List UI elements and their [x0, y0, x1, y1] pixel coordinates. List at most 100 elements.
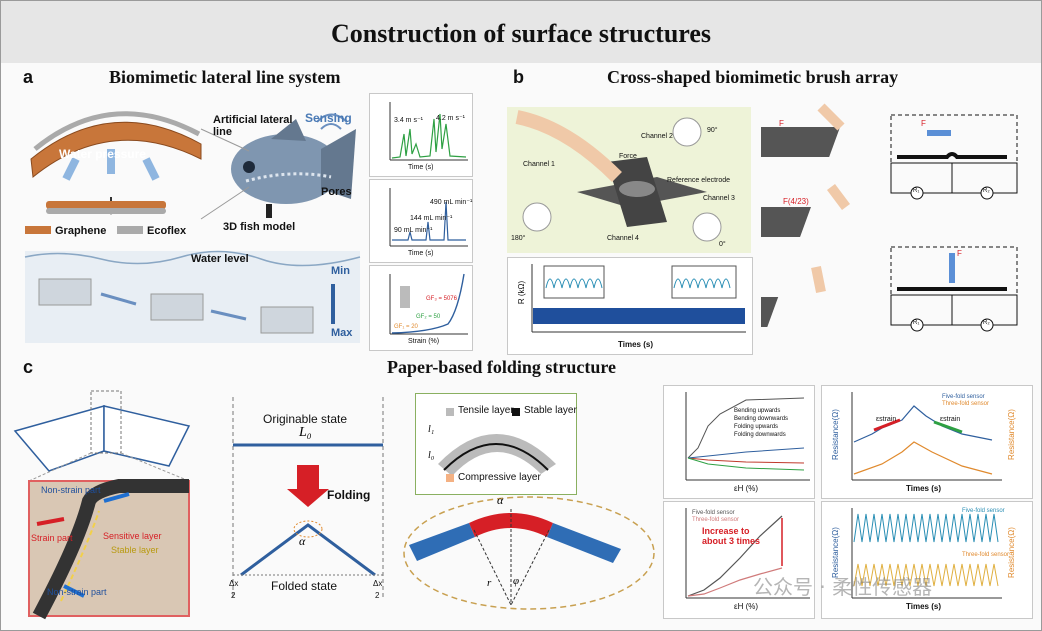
folding-mechanics-diagram: [232, 397, 384, 597]
water-level-line: [24, 250, 361, 267]
fish-eye: [243, 161, 255, 173]
compressive-layer-label: Compressive layer: [458, 472, 541, 483]
originable-state-label: Originable state: [263, 412, 348, 426]
panel-b-title: Cross-shaped biomimetic brush array: [607, 67, 899, 87]
plot-c1-bending-down: [687, 457, 805, 464]
angle180-label: 180°: [511, 235, 526, 242]
fold-ellipse-diagram: [403, 496, 655, 610]
plot-c4-five-fold: [853, 513, 999, 543]
fish-tail: [321, 129, 356, 199]
plot-c3-legend-0: Five-fold sensor: [692, 510, 735, 516]
sensing-wave-2: [316, 113, 348, 123]
plot-c1-legend-3: Folding downwards: [734, 432, 786, 438]
circuit1-r2: R₂: [983, 188, 990, 194]
plot-c3-legend-1: Three-fold sensor: [692, 517, 740, 523]
brush-directions-schematic: [761, 103, 850, 327]
panel-a-title: Biomimetic lateral line system: [109, 67, 341, 87]
plot-a3-ann3: GF₁ = 20: [394, 324, 418, 330]
plot-c1-folding-down: [687, 457, 805, 471]
zoom-line-1: [200, 128, 250, 152]
f-label-1: F: [779, 119, 784, 128]
title-bar: [1, 1, 1041, 63]
plot-c3: Five-fold sensor Three-fold sensor Incre…: [663, 501, 815, 619]
plot-a3: GF₃ = 5076 GF₂ = 50 GF₁ = 20 Strain (%): [369, 265, 473, 351]
plot-c1-legend-0: Bending upwards: [734, 408, 781, 414]
finger-2: [827, 184, 850, 210]
plot-a1-xlabel: Time (s): [408, 164, 434, 171]
zoom-box: [90, 390, 122, 454]
brush-row-1: [897, 152, 1007, 159]
delta-x-right: Δx: [373, 579, 383, 588]
strain-arrow: [36, 517, 65, 526]
plot-b-inset-left-trace: [545, 278, 603, 289]
folded-strip: [240, 523, 376, 577]
alpha-label: α: [299, 534, 306, 548]
non-strain-arrow-2: [63, 584, 85, 598]
center-brush: [619, 181, 655, 197]
fish-model-label: 3D fish model: [223, 221, 296, 233]
channel2-label: Channel 2: [641, 133, 673, 140]
plot-c4-legend-0: Five-fold sensor: [962, 508, 1005, 514]
circuit2-r2: R₂: [983, 320, 990, 326]
plot-b-inset-left: [543, 265, 605, 299]
plot-c1: Bending upwards Bending downwards Foldin…: [663, 385, 815, 499]
zoom-circle-0: [692, 212, 722, 242]
plot-c1-bending-up: [687, 397, 805, 459]
legend-ecoflex-label: Ecoflex: [147, 225, 187, 237]
legend-ecoflex-swatch: [117, 226, 143, 234]
two-left: 2: [231, 591, 236, 600]
zoom-line-2: [200, 186, 250, 220]
sensor-cup-2: [150, 293, 204, 321]
plot-a2-ann3: 90 mL min⁻¹: [394, 227, 433, 234]
legend-graphene-label: Graphene: [55, 225, 107, 237]
circuit1-r1: R₁: [913, 188, 920, 194]
cross-3: [761, 297, 779, 327]
plot-c3-xlabel: εH (%): [734, 602, 759, 611]
flat-ecoflex-layer: [46, 208, 166, 214]
plot-a1-ann1: 3.4 m s⁻¹: [394, 117, 423, 124]
delta-x-left: Δx: [229, 579, 239, 588]
zoom-circle-90: [672, 117, 702, 147]
plot-c3-annotation: Increase to about 3 times: [702, 526, 761, 546]
non-strain-part-label: Non-strain part: [41, 485, 101, 495]
plot-c2-ylabel: Resistance(Ω): [830, 409, 840, 460]
curved-skin-layer: [30, 121, 202, 178]
folded-paper-illustration: [13, 390, 191, 620]
finger: [515, 110, 622, 182]
angle0-label: 0°: [719, 241, 726, 248]
panel-c-title: Paper-based folding structure: [387, 357, 616, 377]
sensor-cup-3: [260, 306, 314, 334]
channel3-label: Channel 3: [703, 195, 735, 202]
folding-label: Folding: [327, 488, 371, 502]
stable-layer-small-label: Stable layer: [111, 545, 159, 555]
water-pressure-label: Water pressure: [59, 147, 146, 161]
plot-c2-five-fold: [853, 405, 993, 443]
plot-c2-three-fold: [853, 441, 993, 475]
plot-b-ylabel: R (kΩ): [517, 280, 527, 305]
transition-arrow-2: [210, 309, 247, 321]
circuit2-f-label: F: [957, 249, 962, 258]
pores-label: Pores: [321, 186, 352, 198]
plot-c4-ylabel2: Resistance(Ω): [1006, 527, 1016, 578]
fish-lateral-line: [245, 172, 332, 183]
plot-c2-strain-arrow-down: [933, 420, 963, 434]
pressure-arrow-3: [142, 157, 160, 181]
ecoflex-layer-top: [33, 111, 201, 151]
f-label-2: F(4/23): [783, 197, 809, 206]
plot-a2-ann1: 490 mL min⁻¹: [430, 199, 473, 206]
folding-arrow-shaft: [297, 465, 319, 489]
plot-c4: Five-fold sensor Three-fold sensor Times…: [821, 501, 1033, 619]
plot-c1-legend-2: Folding upwards: [734, 424, 779, 430]
plot-a2-ann2: 144 mL min⁻¹: [410, 215, 453, 222]
flat-graphene-layer: [46, 201, 166, 209]
plot-c4-legend-1: Three-fold sensor: [962, 552, 1010, 558]
plot-c3-five-fold: [687, 515, 783, 597]
plot-c2-ann1: εstrain: [876, 416, 897, 423]
fish-stand: [266, 204, 272, 218]
brush-array-schematic: Channel 1 Channel 2 Channel 3 Channel 4 …: [507, 107, 751, 253]
l0-label: L₀: [299, 425, 312, 440]
plot-a2-xlabel: Time (s): [408, 250, 434, 257]
plot-a1-ann2: 4.2 m s⁻¹: [436, 115, 465, 122]
zoom-circle-180: [522, 202, 552, 232]
